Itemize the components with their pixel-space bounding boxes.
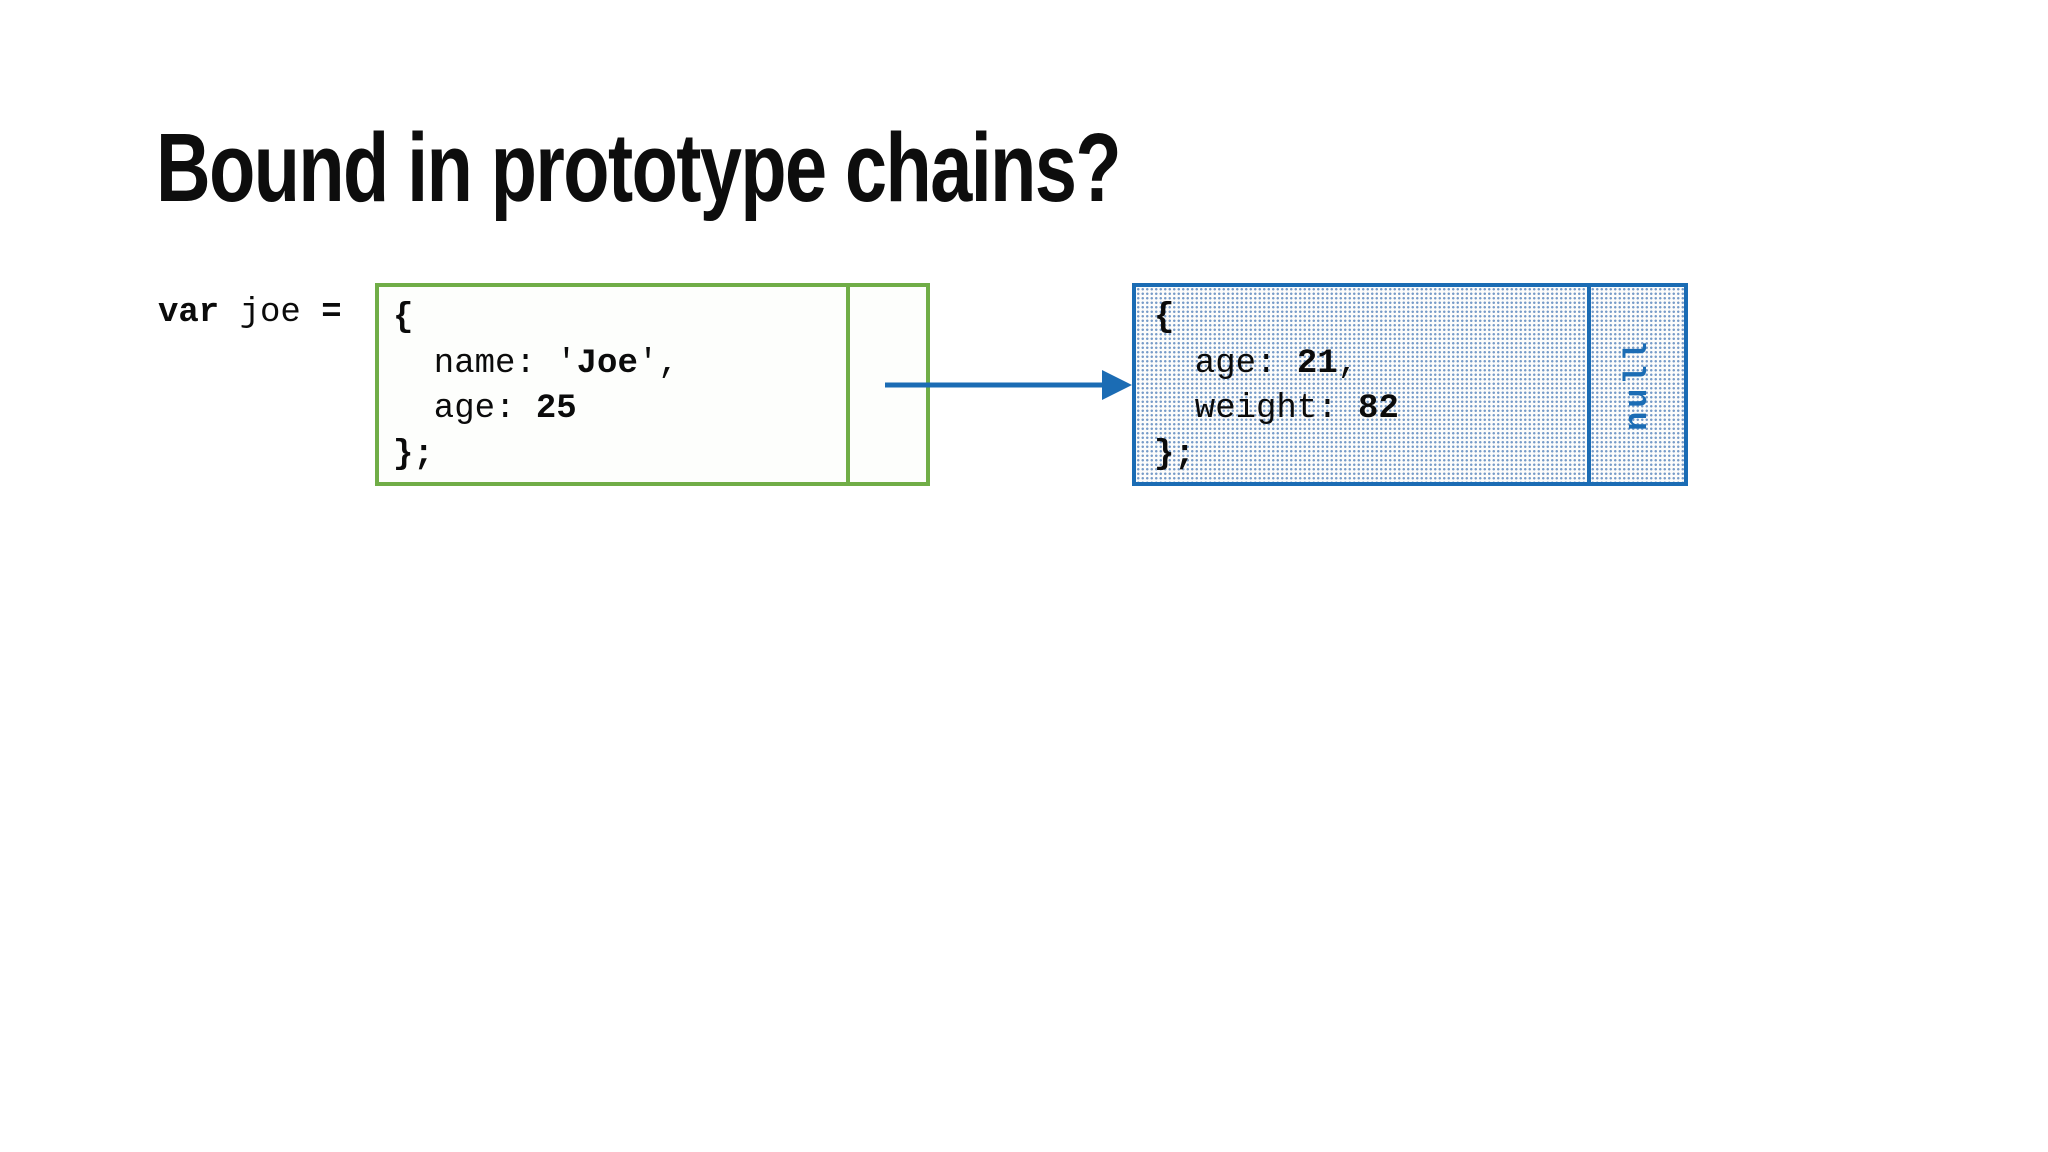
prototype-null-cell: null [1587,287,1684,482]
variable-declaration: var joe = [158,294,342,332]
prototype-object-box: { age: 21, weight: 82}; null [1132,283,1688,486]
prototype-arrow [885,370,1132,400]
joe-proto-pointer-cell [846,287,926,482]
joe-object-code: { name: 'Joe', age: 25}; [393,299,679,474]
null-label: null [1619,338,1657,431]
joe-object-box: { name: 'Joe', age: 25}; [375,283,930,486]
prototype-object-code: { age: 21, weight: 82}; [1154,299,1399,474]
slide-title: Bound in prototype chains? [156,113,1122,222]
